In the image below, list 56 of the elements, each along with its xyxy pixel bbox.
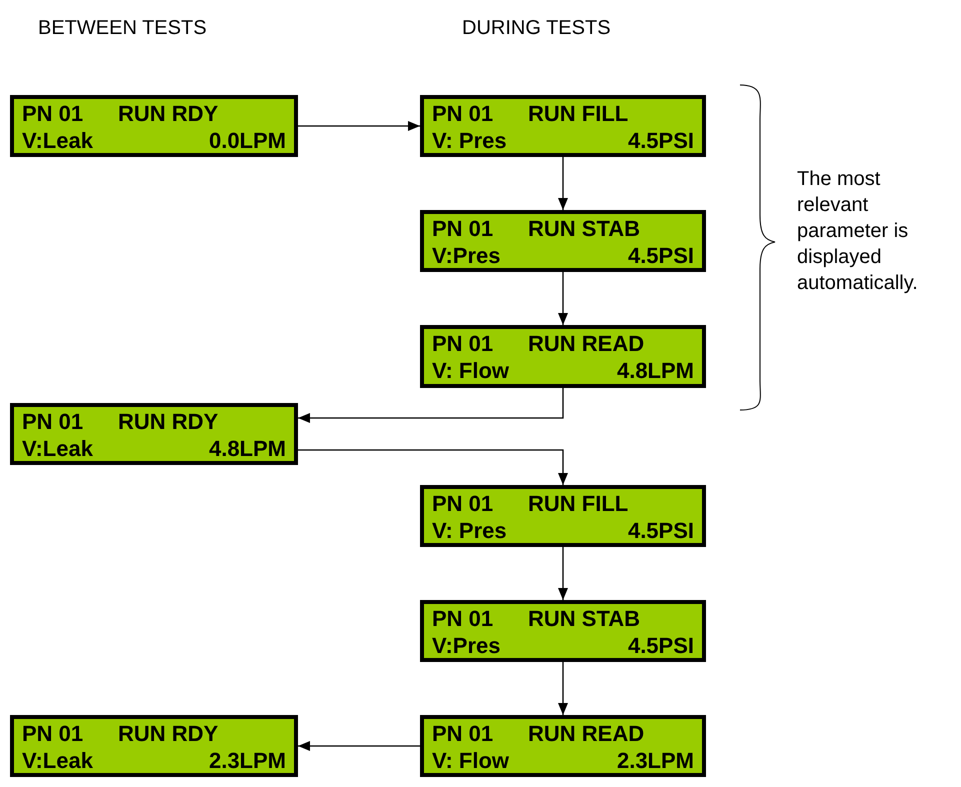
display-text: PN 01 xyxy=(432,330,494,357)
display-text: RUN STAB xyxy=(528,605,640,632)
arrow xyxy=(298,449,568,485)
column-heading: DURING TESTS xyxy=(462,16,611,41)
arrow xyxy=(558,547,568,600)
display-text: RUN FILL xyxy=(528,490,628,517)
display-text: V: Flow xyxy=(432,747,509,774)
display-text: PN 01 xyxy=(432,490,494,517)
arrow xyxy=(558,662,568,715)
display-text: RUN RDY xyxy=(118,100,218,127)
lcd-display xyxy=(10,715,298,777)
display-text: RUN FILL xyxy=(528,100,628,127)
display-text: RUN READ xyxy=(528,720,644,747)
display-text: 0.0LPM xyxy=(208,127,286,154)
lcd-display xyxy=(420,715,706,777)
arrow xyxy=(298,388,564,423)
display-text: PN 01 xyxy=(22,720,84,747)
display-text: PN 01 xyxy=(432,720,494,747)
display-text: 2.3LPM xyxy=(616,747,694,774)
lcd-display xyxy=(420,600,706,662)
display-text: V: Flow xyxy=(432,357,509,384)
display-text: 4.8LPM xyxy=(616,357,694,384)
arrow xyxy=(298,121,420,131)
display-text: RUN READ xyxy=(528,330,644,357)
display-text: V:Pres xyxy=(432,242,500,269)
arrow xyxy=(298,741,420,751)
display-text: PN 01 xyxy=(432,215,494,242)
display-text: PN 01 xyxy=(22,100,84,127)
display-text: V: Pres xyxy=(432,127,507,154)
lcd-display xyxy=(420,95,706,157)
lcd-display xyxy=(420,325,706,388)
display-text: V: Pres xyxy=(432,517,507,544)
display-text: RUN RDY xyxy=(118,408,218,435)
display-text: 4.5PSI xyxy=(628,127,694,154)
lcd-display xyxy=(420,210,706,272)
display-text: 4.5PSI xyxy=(628,517,694,544)
lcd-display xyxy=(10,95,298,157)
display-text: PN 01 xyxy=(432,605,494,632)
arrow xyxy=(558,272,568,325)
note: The most relevant parameter is displayed automatically. xyxy=(797,167,919,296)
lcd-display xyxy=(10,403,298,465)
display-text: V:Leak xyxy=(22,747,93,774)
display-text: 4.5PSI xyxy=(628,632,694,659)
display-text: V:Pres xyxy=(432,632,500,659)
display-text: PN 01 xyxy=(432,100,494,127)
display-text: 4.5PSI xyxy=(628,242,694,269)
lcd-display xyxy=(420,485,706,547)
column-heading: BETWEEN TESTS xyxy=(38,16,207,41)
display-text: RUN RDY xyxy=(118,720,218,747)
display-text: 2.3LPM xyxy=(208,747,286,774)
display-text: RUN STAB xyxy=(528,215,640,242)
display-text: 4.8LPM xyxy=(208,435,286,462)
arrow xyxy=(558,157,568,210)
display-text: PN 01 xyxy=(22,408,84,435)
display-text: V:Leak xyxy=(22,127,93,154)
display-text: V:Leak xyxy=(22,435,93,462)
